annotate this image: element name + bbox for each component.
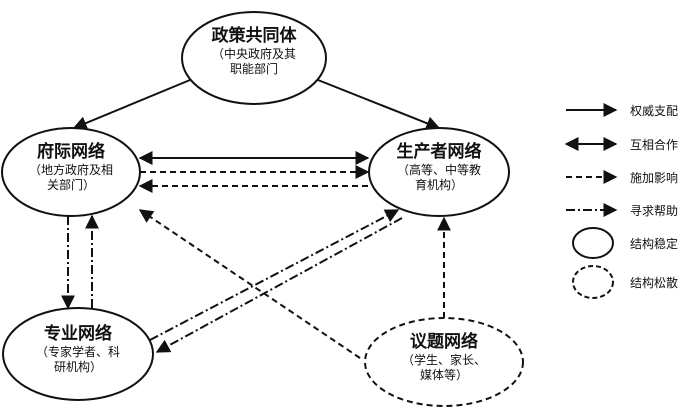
legend-loose-symbol: [572, 265, 614, 299]
edge-producer-professional-help: [155, 217, 403, 353]
node-intergov-sub1: （地方政府及相: [28, 163, 113, 178]
node-producer-title: 生产者网络: [396, 142, 482, 162]
node-intergov-sub2: 关部门）: [46, 178, 95, 193]
node-policy-sub2: 职能部门: [229, 62, 278, 77]
legend-cooperation-label: 互相合作: [630, 138, 679, 152]
node-policy-title: 政策共同体: [211, 26, 297, 46]
node-intergov-title: 府际网络: [37, 142, 105, 162]
node-professional-title: 专业网络: [44, 324, 112, 344]
node-issue-sub1: （学生、家长、: [401, 353, 486, 368]
node-professional-label: 专业网络 （专家学者、科 研机构）: [8, 324, 148, 375]
node-intergov-label: 府际网络 （地方政府及相 关部门）: [4, 142, 138, 193]
node-issue-sub2: 媒体等）: [419, 368, 468, 383]
legend-stable-label: 结构稳定: [630, 237, 679, 251]
legend-influence-label: 施加影响: [630, 171, 679, 185]
legend-stable-symbol: [572, 227, 614, 259]
node-issue-label: 议题网络 （学生、家长、 媒体等）: [374, 332, 514, 383]
node-policy-sub1: （中央政府及其: [211, 47, 296, 62]
legend-loose-label: 结构松散: [630, 276, 679, 290]
node-professional-sub2: 研机构）: [53, 360, 102, 375]
edge-policy-intergov: [72, 79, 191, 130]
legend-authority-label: 权威支配: [630, 104, 679, 118]
node-producer-sub1: （高等、中等教: [396, 163, 481, 178]
node-policy-ellipse: [181, 11, 327, 105]
edge-policy-producer: [317, 79, 441, 130]
node-producer-sub2: 育机构）: [414, 178, 463, 193]
legend-help-label: 寻求帮助: [630, 204, 679, 218]
node-producer-label: 生产者网络 （高等、中等教 育机构）: [369, 142, 509, 193]
node-professional-sub1: （专家学者、科: [35, 345, 120, 360]
node-issue-title: 议题网络: [410, 332, 478, 352]
node-policy-label: 政策共同体 （中央政府及其 职能部门: [184, 26, 324, 77]
edge-issue-intergov-influence: [138, 209, 361, 359]
edge-professional-producer-help: [149, 209, 400, 341]
node-professional-ellipse: [2, 307, 154, 401]
